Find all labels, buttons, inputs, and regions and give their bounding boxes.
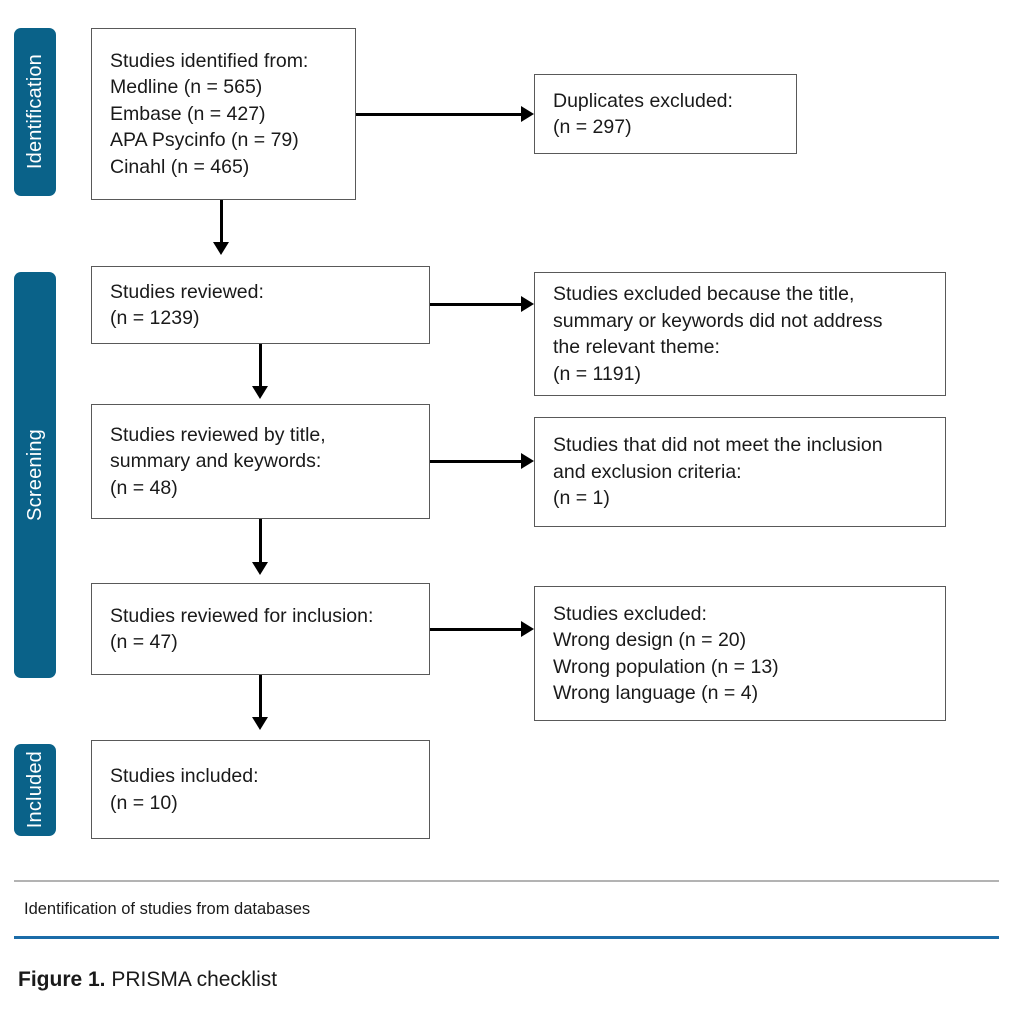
box-excluded-reasons-text: Studies excluded: Wrong design (n = 20) …: [553, 602, 779, 705]
figure-source-note: Identification of studies from databases: [24, 900, 311, 918]
connector-inclusion-to-excluded-reasons: [430, 628, 521, 631]
connector-identified-to-reviewed: [220, 200, 223, 244]
figure-caption: Figure 1. PRISMA checklist: [18, 968, 277, 992]
connector-reviewed-to-title-review: [259, 344, 262, 388]
box-studies-identified: Studies identified from: Medline (n = 56…: [91, 28, 356, 200]
box-studies-reviewed-text: Studies reviewed: (n = 1239): [110, 280, 264, 330]
arrowhead-title-review-to-criteria: [521, 453, 534, 469]
stage-bar-included: Included: [14, 744, 56, 836]
box-excluded-title-summary-keywords: Studies excluded because the title, summ…: [534, 272, 946, 396]
arrowhead-reviewed-to-excluded: [521, 296, 534, 312]
arrowhead-reviewed-to-title-review: [252, 386, 268, 399]
box-excluded-criteria: Studies that did not meet the inclusion …: [534, 417, 946, 527]
figure-caption-title: PRISMA checklist: [111, 968, 278, 991]
connector-title-review-to-criteria: [430, 460, 521, 463]
figure-caption-number: Figure 1.: [18, 968, 106, 991]
box-duplicates-excluded: Duplicates excluded: (n = 297): [534, 74, 797, 154]
box-excluded-reasons: Studies excluded: Wrong design (n = 20) …: [534, 586, 946, 721]
box-reviewed-by-title: Studies reviewed by title, summary and k…: [91, 404, 430, 519]
stage-bar-screening: Screening: [14, 272, 56, 678]
arrowhead-inclusion-to-excluded-reasons: [521, 621, 534, 637]
stage-label-included: Included: [24, 751, 46, 829]
connector-identified-to-duplicates: [356, 113, 521, 116]
stage-label-identification: Identification: [24, 54, 46, 170]
connector-reviewed-to-excluded: [430, 303, 521, 306]
box-reviewed-for-inclusion-text: Studies reviewed for inclusion: (n = 47): [110, 604, 374, 654]
divider-blue-bottom: [14, 936, 999, 939]
divider-gray-top: [14, 880, 999, 882]
stage-bar-identification: Identification: [14, 28, 56, 196]
box-studies-included-text: Studies included: (n = 10): [110, 765, 259, 814]
arrowhead-identified-to-duplicates: [521, 106, 534, 122]
box-studies-reviewed: Studies reviewed: (n = 1239): [91, 266, 430, 344]
box-studies-identified-text: Studies identified from: Medline (n = 56…: [110, 49, 309, 178]
box-reviewed-by-title-text: Studies reviewed by title, summary and k…: [110, 423, 326, 499]
arrowhead-inclusion-to-included: [252, 717, 268, 730]
connector-title-review-to-inclusion: [259, 519, 262, 564]
arrowhead-identified-to-reviewed: [213, 242, 229, 255]
box-excluded-criteria-text: Studies that did not meet the inclusion …: [553, 434, 883, 510]
box-duplicates-excluded-text: Duplicates excluded: (n = 297): [553, 89, 733, 139]
box-reviewed-for-inclusion: Studies reviewed for inclusion: (n = 47): [91, 583, 430, 675]
arrowhead-title-review-to-inclusion: [252, 562, 268, 575]
stage-label-screening: Screening: [24, 429, 46, 521]
box-studies-included: Studies included: (n = 10): [91, 740, 430, 839]
connector-inclusion-to-included: [259, 675, 262, 719]
box-excluded-title-summary-keywords-text: Studies excluded because the title, summ…: [553, 283, 883, 385]
